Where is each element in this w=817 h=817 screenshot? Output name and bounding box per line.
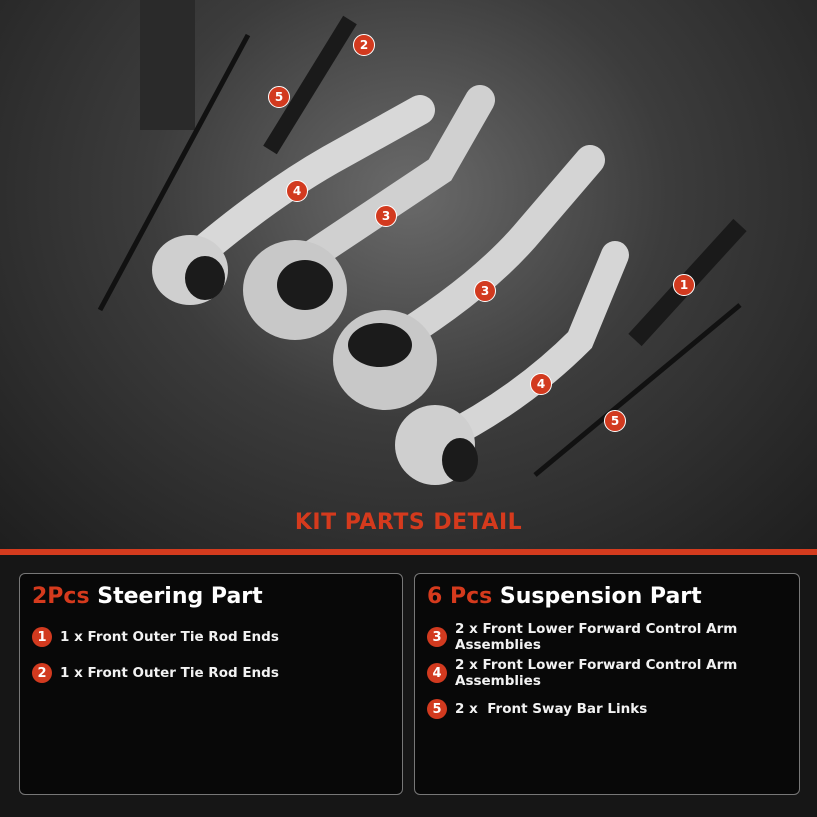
strut-spring bbox=[140, 0, 195, 130]
piece-count: 2Pcs bbox=[32, 584, 90, 609]
part-marker: 4 bbox=[286, 180, 308, 202]
parts-illustration bbox=[97, 0, 742, 485]
item-text: 2 x Front Lower Forward Control Arm Asse… bbox=[455, 657, 738, 689]
sway-bar-link-left bbox=[97, 33, 251, 312]
item-number-badge: 2 bbox=[32, 663, 52, 683]
suspension-part-panel: 6 Pcs Suspension Part 3 2 x Front Lower F… bbox=[414, 573, 800, 795]
tie-rod-end-left bbox=[263, 15, 357, 155]
bushing-hole bbox=[348, 323, 412, 367]
part-marker: 2 bbox=[353, 34, 375, 56]
part-marker: 3 bbox=[474, 280, 496, 302]
part-marker: 5 bbox=[268, 86, 290, 108]
product-photo: 2 5 4 3 3 1 4 5 bbox=[0, 0, 817, 550]
list-item: 3 2 x Front Lower Forward Control Arm Ass… bbox=[427, 619, 787, 655]
panel-heading: 2Pcs Steering Part bbox=[32, 584, 390, 609]
bushing-hole bbox=[277, 260, 333, 310]
item-number-badge: 5 bbox=[427, 699, 447, 719]
item-text: 1 x Front Outer Tie Rod Ends bbox=[60, 665, 279, 681]
sway-bar-link-right bbox=[533, 303, 742, 477]
panel-label: Suspension Part bbox=[499, 584, 702, 609]
bushing-hole bbox=[442, 438, 478, 482]
piece-count: 6 Pcs bbox=[427, 584, 493, 609]
divider bbox=[0, 549, 817, 555]
item-text: 1 x Front Outer Tie Rod Ends bbox=[60, 629, 279, 645]
list-item: 4 2 x Front Lower Forward Control Arm Ass… bbox=[427, 655, 787, 691]
item-number-badge: 4 bbox=[427, 663, 447, 683]
panel-heading: 6 Pcs Suspension Part bbox=[427, 584, 787, 609]
list-item: 5 2 x Front Sway Bar Links bbox=[427, 691, 787, 727]
part-marker: 1 bbox=[673, 274, 695, 296]
section-title: KIT PARTS DETAIL bbox=[294, 510, 523, 535]
part-marker: 3 bbox=[375, 205, 397, 227]
list-item: 1 1 x Front Outer Tie Rod Ends bbox=[32, 619, 390, 655]
item-number-badge: 3 bbox=[427, 627, 447, 647]
item-text: 2 x Front Lower Forward Control Arm Asse… bbox=[455, 621, 738, 653]
part-marker: 4 bbox=[530, 373, 552, 395]
bushing-hole bbox=[185, 256, 225, 300]
item-text: 2 x Front Sway Bar Links bbox=[455, 701, 648, 717]
steering-part-panel: 2Pcs Steering Part 1 1 x Front Outer Tie … bbox=[19, 573, 403, 795]
panel-label: Steering Part bbox=[97, 584, 263, 609]
list-item: 2 1 x Front Outer Tie Rod Ends bbox=[32, 655, 390, 691]
part-marker: 5 bbox=[604, 410, 626, 432]
item-number-badge: 1 bbox=[32, 627, 52, 647]
